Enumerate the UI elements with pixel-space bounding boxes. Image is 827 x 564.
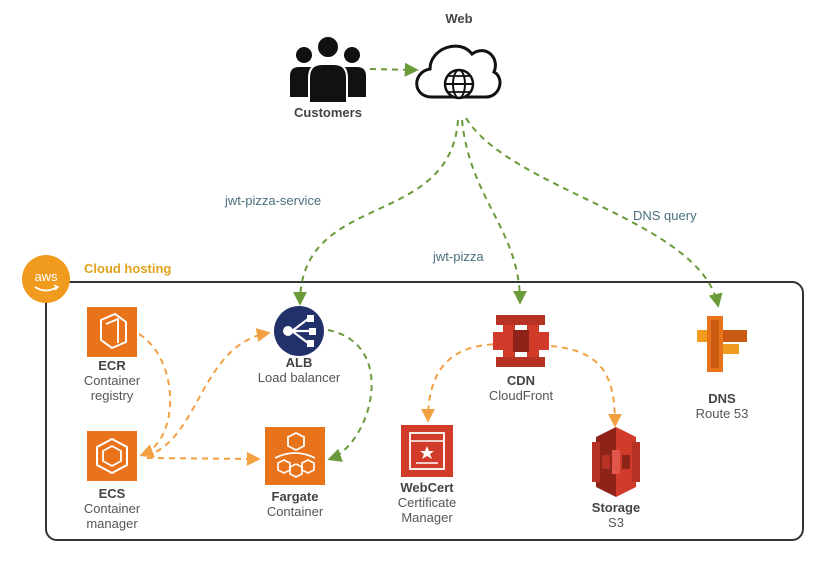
edge-web-to-dns	[465, 117, 723, 308]
cloud-hosting-title: Cloud hosting	[84, 261, 172, 276]
storage-desc: S3	[608, 514, 624, 530]
cdn-desc: CloudFront	[488, 387, 554, 403]
edge-cdn-to-webcert	[421, 343, 516, 423]
ecr-icon	[87, 307, 137, 357]
alb-name: ALB	[285, 355, 313, 370]
s3-bucket-icon	[592, 427, 640, 497]
certificate-manager-icon	[401, 425, 453, 477]
edge-label-jwt-pizza: jwt-pizza	[433, 249, 484, 264]
ecs-name: ECS	[98, 486, 126, 501]
ecr-label: ECR Container registry	[62, 358, 162, 404]
ecs-desc-line1: Container	[83, 500, 141, 516]
ecr-name: ECR	[98, 358, 126, 373]
ecs-desc-line2: manager	[86, 515, 138, 531]
edge-ecs-to-alb	[145, 328, 271, 457]
webcert-label: WebCert Certificate Manager	[377, 480, 477, 526]
ecs-label: ECS Container manager	[62, 486, 162, 532]
people-group-icon	[290, 35, 366, 104]
load-balancer-icon	[274, 306, 324, 356]
webcert-desc-line1: Certificate	[397, 494, 457, 510]
edge-web-to-alb	[293, 119, 459, 306]
edge-web-to-cdn	[461, 119, 527, 305]
dns-desc: Route 53	[695, 405, 749, 421]
alb-label: ALB Load balancer	[239, 355, 359, 386]
edge-alb-to-fargate	[327, 329, 373, 462]
ecr-desc-line1: Container	[83, 372, 141, 388]
ecs-icon	[87, 431, 137, 481]
webcert-name: WebCert	[400, 480, 454, 495]
cdn-name: CDN	[506, 373, 536, 388]
cloud-hosting-boundary	[45, 281, 804, 541]
aws-badge-text: aws	[34, 269, 58, 284]
edge-label-jwt-pizza-service: jwt-pizza-service	[225, 193, 322, 208]
storage-label: Storage S3	[566, 500, 666, 531]
edge-ecr-to-ecs	[138, 333, 172, 458]
cdn-label: CDN CloudFront	[471, 373, 571, 404]
aws-logo-icon: aws	[22, 255, 70, 303]
fargate-desc: Container	[266, 503, 324, 519]
fargate-icon	[265, 427, 325, 485]
alb-desc: Load balancer	[257, 369, 341, 385]
customers-label: Customers	[294, 105, 362, 120]
webcert-desc-line2: Manager	[401, 509, 453, 525]
dns-name: DNS	[708, 391, 736, 406]
edge-cdn-to-storage	[528, 344, 622, 428]
edge-label-dns-query: DNS query	[633, 208, 697, 223]
cloud-globe-icon	[415, 44, 502, 100]
edge-ecs-to-fargate	[146, 451, 261, 466]
edge-customers-to-web	[369, 62, 419, 77]
fargate-label: Fargate Container	[245, 489, 345, 520]
fargate-name: Fargate	[271, 489, 319, 504]
dns-label: DNS Route 53	[672, 391, 772, 422]
cloudfront-icon	[493, 315, 549, 367]
ecr-desc-line2: registry	[90, 387, 134, 403]
route53-icon	[697, 316, 747, 372]
web-label: Web	[445, 11, 473, 26]
storage-name: Storage	[591, 500, 641, 515]
